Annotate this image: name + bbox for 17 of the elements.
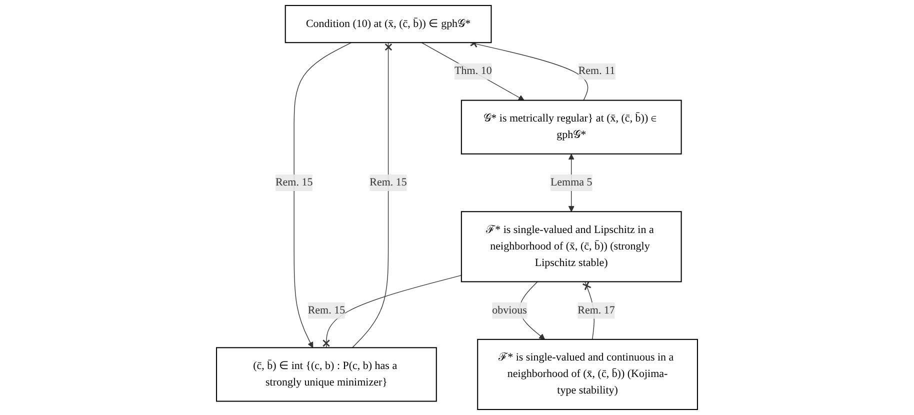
edge-label: obvious — [492, 304, 527, 316]
node-box: 𝒢* is metrically regular} at (x̄, (c̄, b̄)) ∈ gph𝒢* — [460, 100, 682, 154]
arrow — [421, 42, 524, 101]
connector — [352, 42, 392, 348]
arrow — [294, 42, 352, 348]
node-box: Condition (10) at (x̄, (c̄, b̄)) ∈ gph𝒢* — [284, 4, 492, 44]
edge-label: Rem. 17 — [578, 304, 615, 316]
edge-label: Rem. 15 — [308, 304, 346, 316]
node-box: ℱ* is single-valued and Lipschitz in a neighborhood of (x̄, (c̄, b̄)) (strongly Lipschitz stable) — [460, 211, 682, 282]
edge-label: Rem. 15 — [275, 176, 313, 188]
edge-label: Rem. 11 — [578, 65, 616, 77]
connector — [322, 275, 462, 348]
edge-label: Thm. 10 — [454, 65, 492, 77]
edge-label: Lemma 5 — [550, 176, 592, 188]
node-box: (c̄, b̄) ∈ int {(c, b) : P(c, b) has a strongly unique minimizer} — [216, 347, 437, 402]
edge-label: Rem. 15 — [370, 176, 407, 188]
node-box: ℱ* is single-valued and continuous in a neighborhood of (x̄, (c̄, b̄)) (Kojima-type stability) — [477, 338, 698, 410]
